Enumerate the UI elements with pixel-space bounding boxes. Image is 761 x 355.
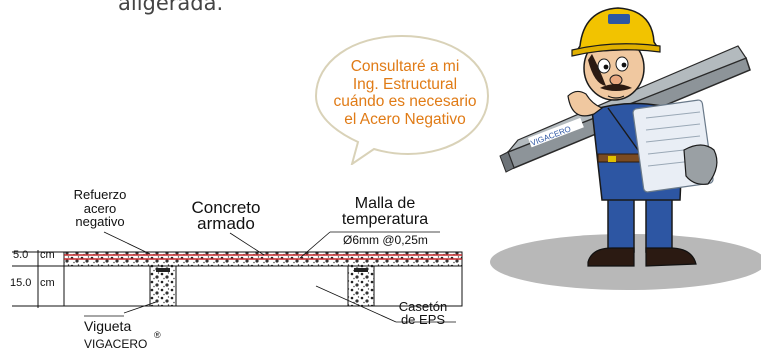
hard-hat xyxy=(574,7,660,53)
belt-buckle xyxy=(608,156,616,162)
mustache xyxy=(600,84,632,91)
label-line: temperatura xyxy=(341,211,429,228)
mouth xyxy=(607,95,625,99)
hard-hat-brim xyxy=(571,43,661,57)
hard-hat-logo xyxy=(608,14,630,24)
label-line: negativo xyxy=(75,214,125,229)
beam-end xyxy=(499,151,515,173)
eps-block xyxy=(63,265,463,307)
label-concreto: Concreto armado xyxy=(176,198,276,233)
header-text: aligerada. xyxy=(118,0,224,15)
bubble-line: Ing. Estructural xyxy=(352,75,458,93)
right-leg xyxy=(645,195,673,253)
dim-bottom-value: 15.0 xyxy=(10,277,32,289)
hair-side xyxy=(588,54,606,86)
left-pupil xyxy=(603,64,609,70)
right-boot xyxy=(645,247,697,267)
glove xyxy=(683,144,718,185)
label-line: acero xyxy=(83,200,117,216)
left-boot xyxy=(587,247,635,267)
bubble-line: cuándo es necesario xyxy=(333,93,477,110)
label-vigacero: VIGACERO xyxy=(84,337,148,351)
label-malla-spec: Ø6mm @0,25m xyxy=(343,233,428,247)
label-malla: Malla de temperatura xyxy=(330,196,440,228)
leader-caseton xyxy=(315,285,397,323)
nose xyxy=(609,74,623,86)
registered-mark: ® xyxy=(154,330,161,340)
bubble-line: el Acero Negativo xyxy=(344,110,466,128)
engineer-illustration: VIGACERO xyxy=(490,7,761,290)
joist-1 xyxy=(149,265,177,307)
raised-arm xyxy=(567,90,604,117)
leader-concreto xyxy=(229,232,265,256)
leader-refuerzo xyxy=(103,231,151,255)
label-vigueta: Vigueta xyxy=(84,318,132,334)
beam-logo-bg xyxy=(528,117,584,148)
joist-cap-1 xyxy=(156,268,170,272)
label-refuerzo: Refuerzo acero negativo xyxy=(66,188,134,229)
right-pupil xyxy=(621,62,627,68)
joist-2 xyxy=(347,265,375,307)
label-line: Malla de xyxy=(354,195,416,212)
speech-bubble xyxy=(314,34,490,165)
speech-bubble-text: Consultaré a mi Ing. Estructural cuándo … xyxy=(330,58,480,128)
label-caseton: Casetón de EPS xyxy=(391,300,455,326)
label-line: Casetón xyxy=(398,299,448,314)
dim-top-value: 5.0 xyxy=(13,249,29,261)
left-leg xyxy=(607,195,635,253)
label-line: Concreto xyxy=(191,198,261,217)
leader-vigueta xyxy=(123,301,157,314)
bubble-line: Consultaré a mi xyxy=(350,58,460,75)
label-line: de EPS xyxy=(400,312,446,327)
dim-top-unit: cm xyxy=(40,249,55,261)
label-line: armado xyxy=(197,214,255,233)
label-line: Refuerzo xyxy=(73,187,127,202)
dim-bottom-unit: cm xyxy=(40,277,55,289)
leader-malla xyxy=(299,231,331,259)
joist-cap-2 xyxy=(354,268,368,272)
